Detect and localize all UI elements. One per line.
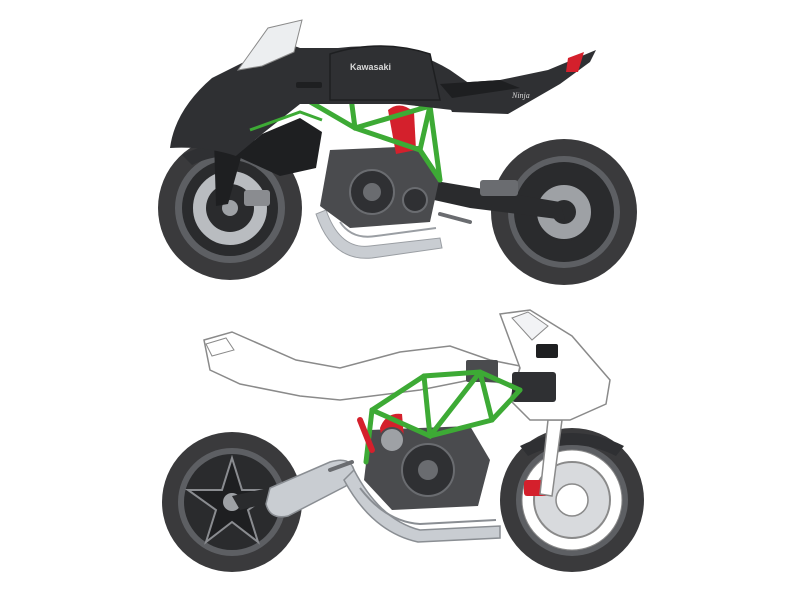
bottom-engine	[364, 413, 490, 510]
bottom-supercharger-housing	[379, 427, 405, 453]
top-front-caliper	[244, 190, 270, 206]
top-motorcycle: Kawasaki Ninja	[158, 19, 637, 285]
top-swingarm	[425, 180, 565, 220]
bottom-footpeg	[328, 460, 354, 472]
top-fuel-tank	[329, 45, 441, 101]
bottom-front-hub	[555, 483, 589, 517]
bottom-tail-tip	[205, 337, 235, 357]
top-handlebar	[296, 82, 322, 88]
top-fairing-accent	[249, 110, 323, 132]
top-footpeg	[438, 212, 472, 224]
bottom-frame-cross-2	[421, 373, 433, 439]
bottom-frame-cross-4	[477, 369, 495, 423]
bottom-radiator	[512, 372, 556, 402]
top-exhaust-header	[315, 209, 443, 259]
top-brand-decal: Kawasaki	[350, 62, 391, 72]
bottom-exhaust	[265, 459, 501, 543]
top-chain-guard	[480, 180, 518, 196]
bottom-windscreen	[511, 311, 549, 341]
top-engine-cover-center	[363, 183, 381, 201]
bottom-rear-shock	[357, 417, 375, 453]
bottom-exhaust-line	[359, 487, 497, 526]
bottom-motorcycle	[162, 309, 644, 572]
bottom-instrument-cluster	[536, 344, 558, 358]
top-frame-cross-4	[417, 103, 433, 153]
top-rear-wheel	[491, 139, 637, 285]
top-tail-light	[566, 52, 584, 72]
top-exhaust-line	[339, 221, 437, 238]
top-seat	[440, 80, 520, 98]
bottom-rear-wheel	[162, 432, 302, 572]
top-model-decal: Ninja	[511, 91, 530, 100]
bottom-exhaust-header	[343, 468, 501, 543]
top-tail-section	[440, 50, 596, 114]
top-windscreen	[236, 19, 303, 71]
bottom-engine-cover-center	[418, 460, 438, 480]
bottom-trellis-frame	[363, 369, 523, 465]
bottom-muffler	[265, 459, 355, 518]
top-engine	[320, 105, 440, 228]
bottom-front-wheel	[500, 428, 644, 572]
bottom-frame-upper	[369, 369, 523, 413]
top-sprocket-cover	[402, 187, 428, 213]
top-lower-fairing	[236, 118, 322, 176]
